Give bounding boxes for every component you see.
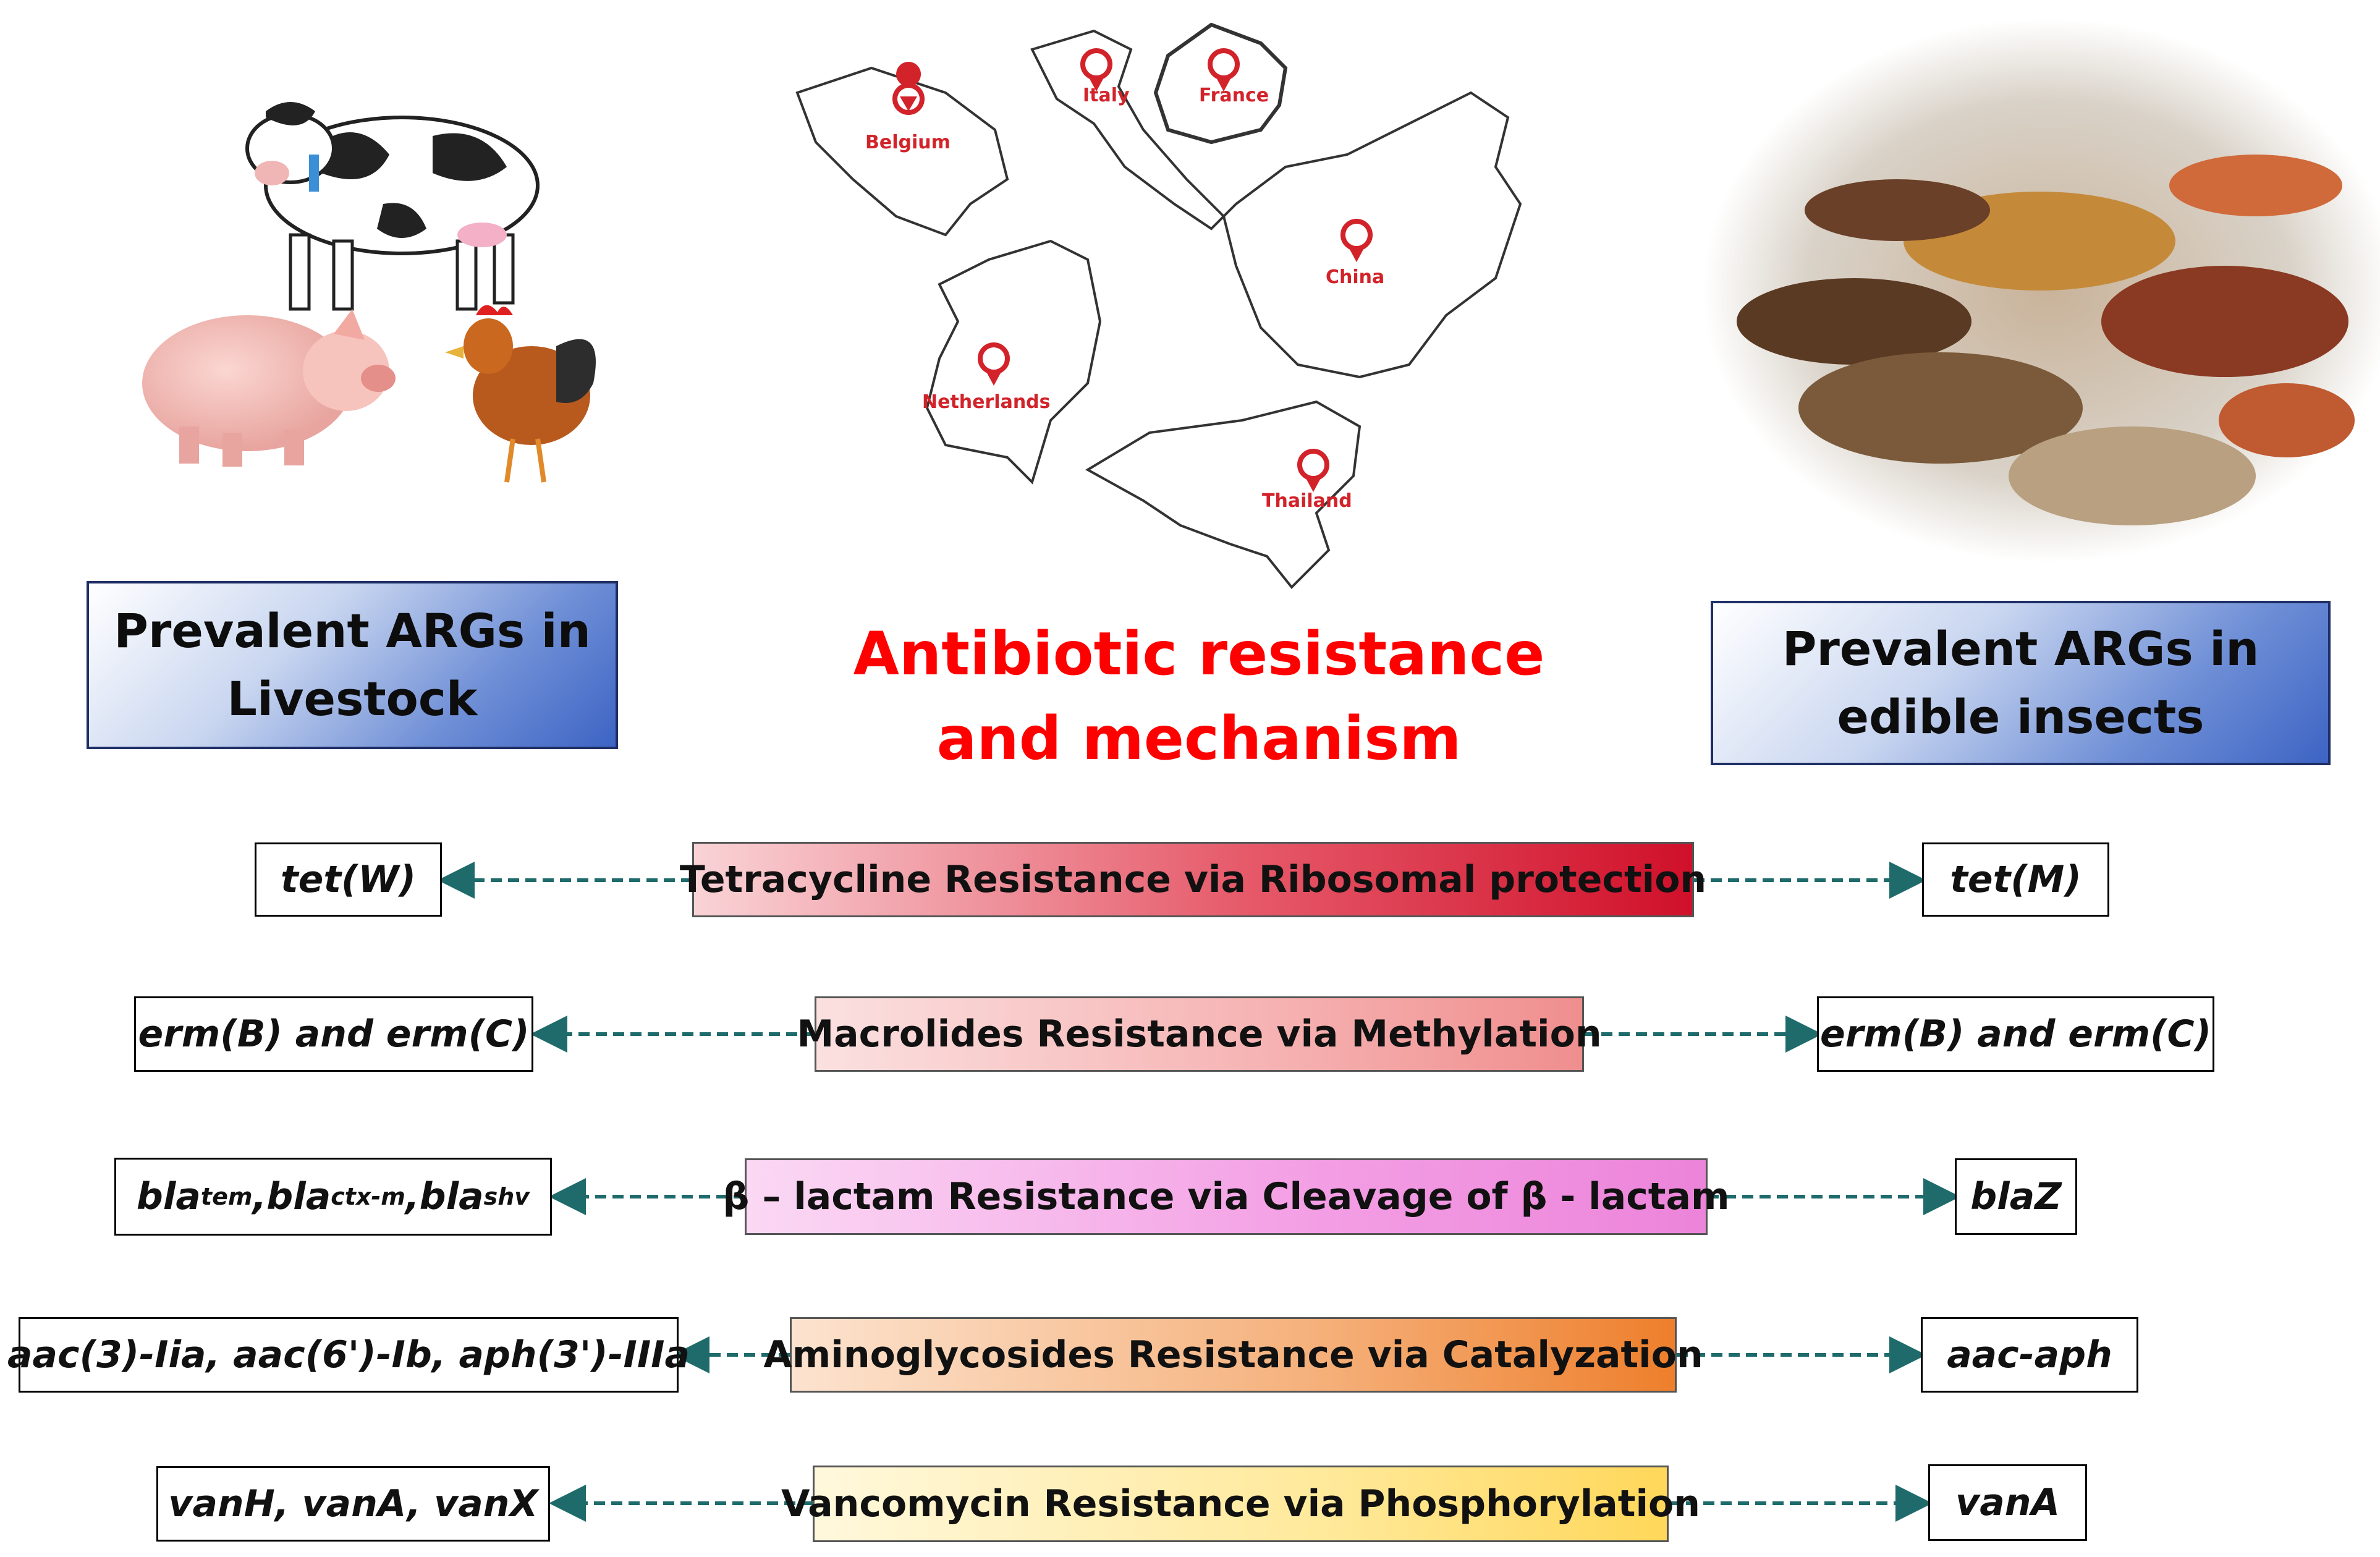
- insect-gene-tetracycline: tet(M): [1922, 842, 2109, 917]
- insect-gene-macrolides: erm(B) and erm(C): [1817, 996, 2214, 1072]
- netherlands-map: [925, 239, 1102, 485]
- gene-bla-2: ,bla: [252, 1175, 331, 1218]
- country-maps: [795, 22, 1522, 589]
- insects-header-line2: edible insects: [1837, 689, 2204, 744]
- livestock-gene-aminoglycosides: aac(3)-Iia, aac(6')-Ib, aph(3')-IIIa: [7, 1317, 690, 1393]
- italy-map: [1030, 29, 1226, 231]
- country-label-france: France: [1199, 85, 1269, 106]
- mechanism-tetracycline: Tetracycline Resistance via Ribosomal pr…: [680, 842, 1706, 917]
- pig-icon: [142, 309, 396, 467]
- livestock-header-line2: Livestock: [227, 671, 478, 726]
- livestock-header: Prevalent ARGs in Livestock: [87, 581, 618, 749]
- livestock-header-line1: Prevalent ARGs in: [114, 603, 591, 658]
- cow-icon: [245, 102, 540, 311]
- gene-sub-ctx-m: ctx-m: [331, 1183, 405, 1210]
- insects-header-line1: Prevalent ARGs in: [1782, 621, 2259, 676]
- gene-bla-1: bla: [136, 1175, 201, 1218]
- livestock-gene-tetracycline: tet(W): [255, 842, 442, 917]
- arrows: [438, 862, 1960, 1522]
- country-label-thailand: Thailand: [1262, 490, 1352, 512]
- center-title-line1: Antibiotic resistance: [853, 619, 1545, 689]
- country-label-china: China: [1326, 266, 1384, 288]
- map-pin-icon: [1340, 219, 1373, 262]
- country-label-netherlands: Netherlands: [922, 391, 1051, 413]
- livestock-gene-vancomycin: vanH, vanA, vanX: [156, 1466, 550, 1542]
- insect-gene-aminoglycosides: aac-aph: [1921, 1317, 2138, 1393]
- livestock-gene-macrolides: erm(B) and erm(C): [134, 996, 533, 1072]
- mechanism-beta-lactam: β – lactam Resistance via Cleavage of β …: [723, 1158, 1729, 1235]
- mechanism-macrolides: Macrolides Resistance via Methylation: [797, 996, 1602, 1072]
- belgium-map: [795, 66, 1009, 237]
- center-title-line2: and mechanism: [936, 704, 1462, 774]
- chicken-icon: [445, 305, 596, 483]
- edible-insects-photo: [1703, 19, 2380, 562]
- country-label-italy: Italy: [1083, 85, 1130, 106]
- gene-bla-3: ,bla: [405, 1175, 484, 1218]
- map-pin-icon: [1208, 48, 1240, 91]
- map-pin-icon: [978, 342, 1010, 386]
- map-pin-icon: [1080, 48, 1112, 91]
- map-pin-icon: [1297, 449, 1329, 492]
- map-pin-icon: [892, 62, 925, 115]
- country-label-belgium: Belgium: [865, 132, 951, 153]
- insect-gene-vancomycin: vanA: [1928, 1464, 2087, 1541]
- gene-sub-shv: shv: [483, 1183, 530, 1210]
- mechanism-vancomycin: Vancomycin Resistance via Phosphorylatio…: [781, 1466, 1700, 1542]
- thailand-map: [1085, 400, 1362, 589]
- mechanism-aminoglycosides: Aminoglycosides Resistance via Catalyzat…: [763, 1317, 1703, 1393]
- map-pins: [892, 48, 1373, 492]
- france-map: [1153, 22, 1288, 145]
- insect-gene-beta-lactam: blaZ: [1955, 1158, 2077, 1235]
- center-title: Antibiotic resistance and mechanism: [803, 612, 1594, 782]
- gene-sub-tem: tem: [200, 1183, 253, 1210]
- insects-header: Prevalent ARGs in edible insects: [1711, 601, 2331, 765]
- china-map: [1222, 91, 1522, 379]
